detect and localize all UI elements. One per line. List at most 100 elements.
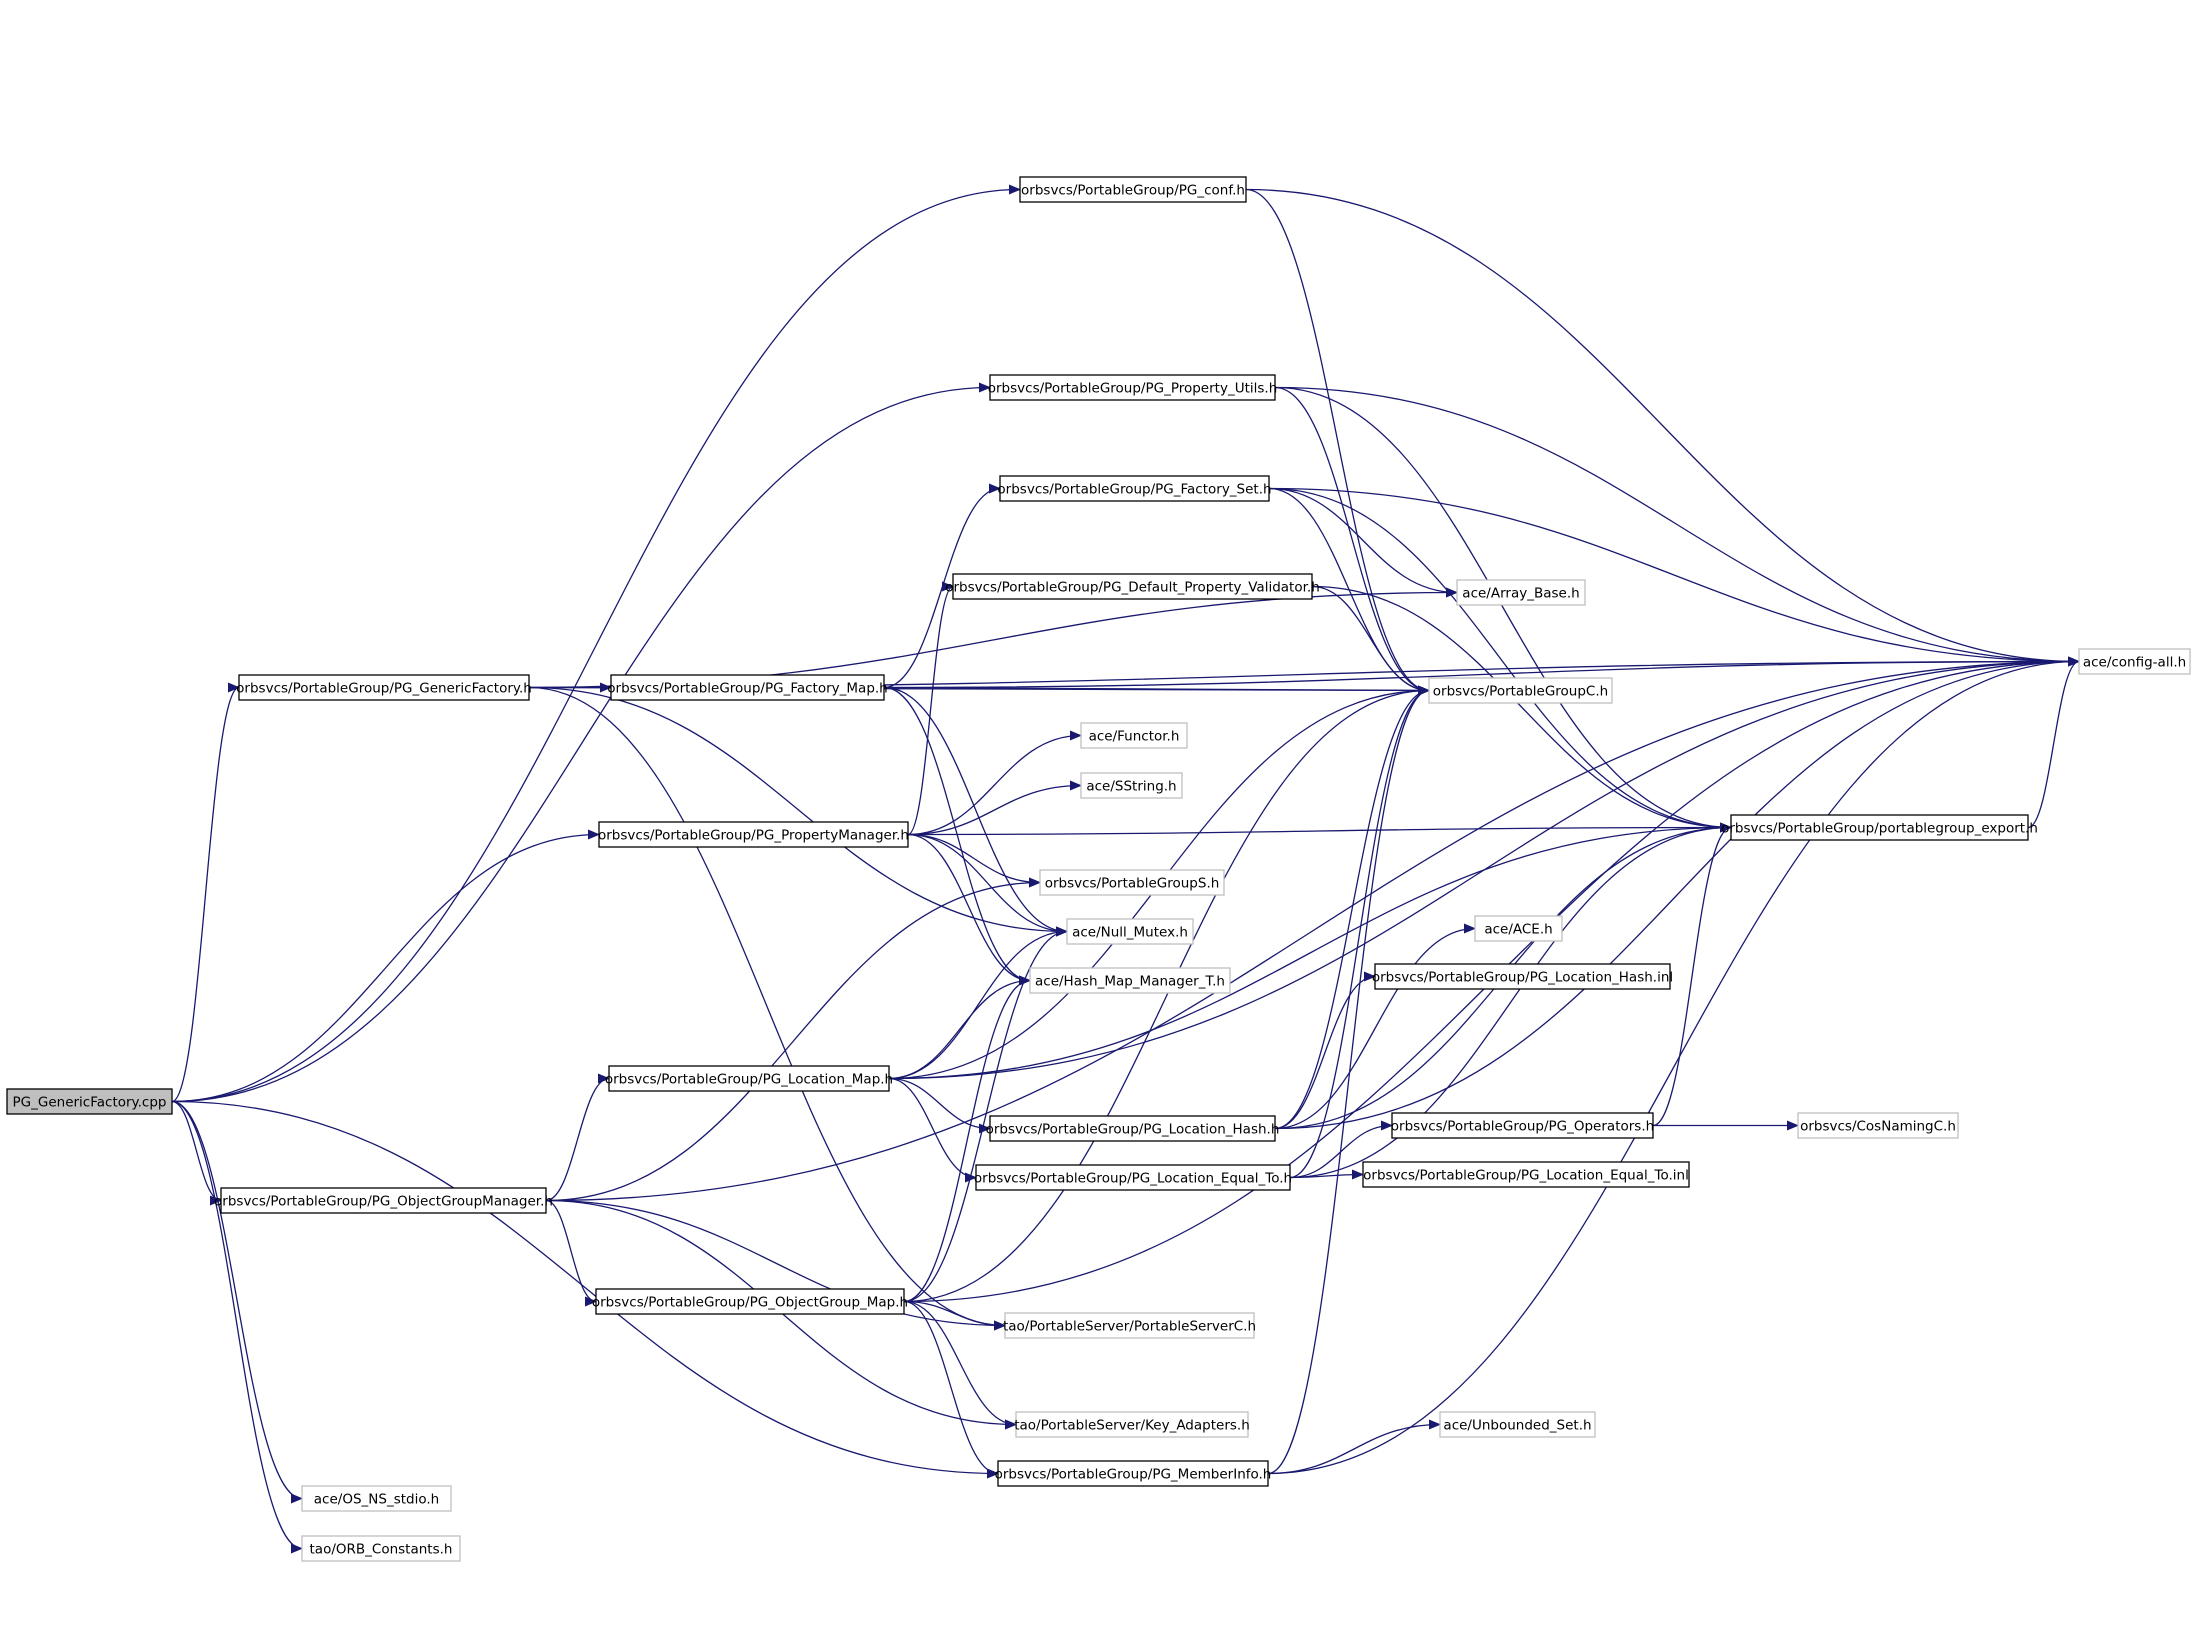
node-func: ace/Functor.h <box>1080 722 1188 749</box>
node-minfo[interactable]: orbsvcs/PortableGroup/PG_MemberInfo.h <box>995 1460 1272 1487</box>
node-pmgr-box <box>598 821 909 848</box>
node-lmap-label: orbsvcs/PortableGroup/PG_Location_Map.h <box>605 1072 893 1088</box>
edge-fset-to-arr <box>1268 487 1458 598</box>
node-hmm-label: ace/Hash_Map_Manager_T.h <box>1035 974 1225 990</box>
node-fmap[interactable]: orbsvcs/PortableGroup/PG_Factory_Map.h <box>607 674 888 701</box>
node-ogm-label: orbsvcs/PortableGroup/PG_ObjectGroupMana… <box>214 1194 553 1210</box>
edge-root-to-gfac <box>171 682 240 1103</box>
node-cnc-label: orbsvcs/CosNamingC.h <box>1800 1119 1956 1135</box>
edge-root-to-pmgr <box>171 829 600 1103</box>
edge-putils-to-pgc <box>1274 386 1430 696</box>
edge-leq-to-pgc <box>1289 685 1430 1179</box>
node-nmut-label: ace/Null_Mutex.h <box>1072 925 1188 941</box>
node-putils-box <box>989 374 1276 401</box>
edge-ogmap-to-nmut <box>903 926 1068 1303</box>
node-pgc-label: orbsvcs/PortableGroupC.h <box>1433 684 1608 700</box>
node-cfg-label: ace/config-all.h <box>2083 655 2186 671</box>
node-conf-label: orbsvcs/PortableGroup/PG_conf.h <box>1021 183 1245 199</box>
edge-lhash-to-cfg <box>1274 656 2080 1130</box>
node-leq[interactable]: orbsvcs/PortableGroup/PG_Location_Equal_… <box>974 1164 1292 1191</box>
edge-gfac-to-psc <box>528 686 1006 1331</box>
node-pgexp-box <box>1730 814 2029 841</box>
node-fset-label: orbsvcs/PortableGroup/PG_Factory_Set.h <box>997 482 1271 498</box>
node-lmap-box <box>608 1065 890 1092</box>
edge-pmgr-to-func <box>907 730 1082 836</box>
node-cnc: orbsvcs/CosNamingC.h <box>1797 1112 1959 1139</box>
node-ops[interactable]: orbsvcs/PortableGroup/PG_Operators.h <box>1391 1112 1654 1139</box>
node-kad: tao/PortableServer/Key_Adapters.h <box>1014 1411 1250 1438</box>
node-gfac-box <box>238 674 530 701</box>
edge-lmap-to-lhash <box>888 1077 991 1134</box>
edge-pmgr-to-hmm <box>907 833 1031 986</box>
node-minfo-label: orbsvcs/PortableGroup/PG_MemberInfo.h <box>995 1467 1272 1483</box>
edge-ogm-to-psc <box>545 1199 1006 1331</box>
node-leqinl[interactable]: orbsvcs/PortableGroup/PG_Location_Equal_… <box>1362 1161 1690 1188</box>
node-nmut: ace/Null_Mutex.h <box>1066 918 1194 945</box>
edge-minfo-to-uset <box>1267 1419 1441 1475</box>
node-dpv[interactable]: orbsvcs/PortableGroup/PG_Default_Propert… <box>945 573 1320 600</box>
node-root-label: PG_GenericFactory.cpp <box>13 1095 167 1111</box>
edge-putils-to-cfg <box>1274 386 2080 667</box>
edge-fmap-to-nmut <box>883 686 1068 937</box>
node-conf[interactable]: orbsvcs/PortableGroup/PG_conf.h <box>1019 176 1247 203</box>
node-fset[interactable]: orbsvcs/PortableGroup/PG_Factory_Set.h <box>997 475 1272 502</box>
edge-fmap-to-cfg <box>883 656 2080 689</box>
edge-ops-to-pgexp <box>1652 822 1732 1127</box>
node-cfg: ace/config-all.h <box>2078 648 2191 675</box>
node-psc-box <box>1004 1312 1255 1339</box>
node-leq-label: orbsvcs/PortableGroup/PG_Location_Equal_… <box>974 1171 1292 1187</box>
file-nodes: PG_GenericFactory.cpp orbsvcs/PortableGro… <box>6 176 2191 1562</box>
node-arr-box <box>1456 579 1586 606</box>
node-gfac-label: orbsvcs/PortableGroup/PG_GenericFactory.… <box>236 681 532 697</box>
edge-fset-to-cfg <box>1268 487 2080 667</box>
node-lhash[interactable]: orbsvcs/PortableGroup/PG_Location_Hash.h <box>986 1115 1280 1142</box>
edge-root-to-orbc <box>171 1100 303 1554</box>
node-kad-label: tao/PortableServer/Key_Adapters.h <box>1014 1418 1250 1434</box>
node-func-label: ace/Functor.h <box>1089 729 1180 745</box>
node-ops-box <box>1391 1112 1654 1139</box>
node-pmgr[interactable]: orbsvcs/PortableGroup/PG_PropertyManager… <box>598 821 909 848</box>
edge-ogmap-to-psc <box>903 1300 1006 1331</box>
node-ogm[interactable]: orbsvcs/PortableGroup/PG_ObjectGroupMana… <box>214 1187 553 1214</box>
node-pmgr-label: orbsvcs/PortableGroup/PG_PropertyManager… <box>598 828 909 844</box>
node-putils[interactable]: orbsvcs/PortableGroup/PG_Property_Utils.… <box>988 374 1278 401</box>
node-lhinl-label: orbsvcs/PortableGroup/PG_Location_Hash.i… <box>1372 970 1673 986</box>
node-ogmap[interactable]: orbsvcs/PortableGroup/PG_ObjectGroup_Map… <box>592 1288 908 1315</box>
node-pgexp-label: orbsvcs/PortableGroup/portablegroup_expo… <box>1721 821 2038 837</box>
node-conf-box <box>1019 176 1247 203</box>
node-sstr: ace/SString.h <box>1080 772 1183 799</box>
node-lhinl[interactable]: orbsvcs/PortableGroup/PG_Location_Hash.i… <box>1372 963 1673 990</box>
edge-pmgr-to-pgexp <box>907 822 1732 836</box>
edge-lhash-to-ace <box>1274 923 1476 1130</box>
edge-ogm-to-cfg <box>545 656 2080 1202</box>
node-pgexp[interactable]: orbsvcs/PortableGroup/portablegroup_expo… <box>1721 814 2038 841</box>
edge-lhash-to-lhinl <box>1274 971 1376 1130</box>
node-lmap[interactable]: orbsvcs/PortableGroup/PG_Location_Map.h <box>605 1065 893 1092</box>
node-ops-label: orbsvcs/PortableGroup/PG_Operators.h <box>1391 1119 1654 1135</box>
edge-conf-to-pgc <box>1245 188 1430 696</box>
edge-ogmap-to-hmm <box>903 975 1031 1303</box>
node-orbc-label: tao/ORB_Constants.h <box>310 1542 453 1558</box>
edge-root-to-stdio <box>171 1100 303 1504</box>
node-kad-box <box>1015 1411 1249 1438</box>
node-ace: ace/ACE.h <box>1474 915 1563 942</box>
node-ogmap-box <box>595 1288 905 1315</box>
node-gfac[interactable]: orbsvcs/PortableGroup/PG_GenericFactory.… <box>236 674 532 701</box>
edge-leq-to-pgexp <box>1289 822 1732 1179</box>
edge-ogmap-to-minfo <box>903 1300 999 1479</box>
edge-gfac-to-arr <box>528 587 1458 689</box>
node-root-box <box>6 1088 173 1115</box>
node-ace-box <box>1474 915 1563 942</box>
node-fset-box <box>999 475 1270 502</box>
node-leqinl-label: orbsvcs/PortableGroup/PG_Location_Equal_… <box>1363 1168 1689 1184</box>
node-pgc-box <box>1428 677 1613 704</box>
node-uset: ace/Unbounded_Set.h <box>1439 1411 1596 1438</box>
edge-pmgr-to-dpv <box>907 581 954 836</box>
edge-ogmap-to-pgc <box>903 685 1430 1303</box>
node-root[interactable]: PG_GenericFactory.cpp <box>6 1088 173 1115</box>
node-cnc-box <box>1797 1112 1959 1139</box>
node-func-box <box>1080 722 1188 749</box>
edge-root-to-putils <box>171 382 991 1103</box>
node-leq-box <box>975 1164 1291 1191</box>
node-stdio-box <box>301 1485 452 1512</box>
